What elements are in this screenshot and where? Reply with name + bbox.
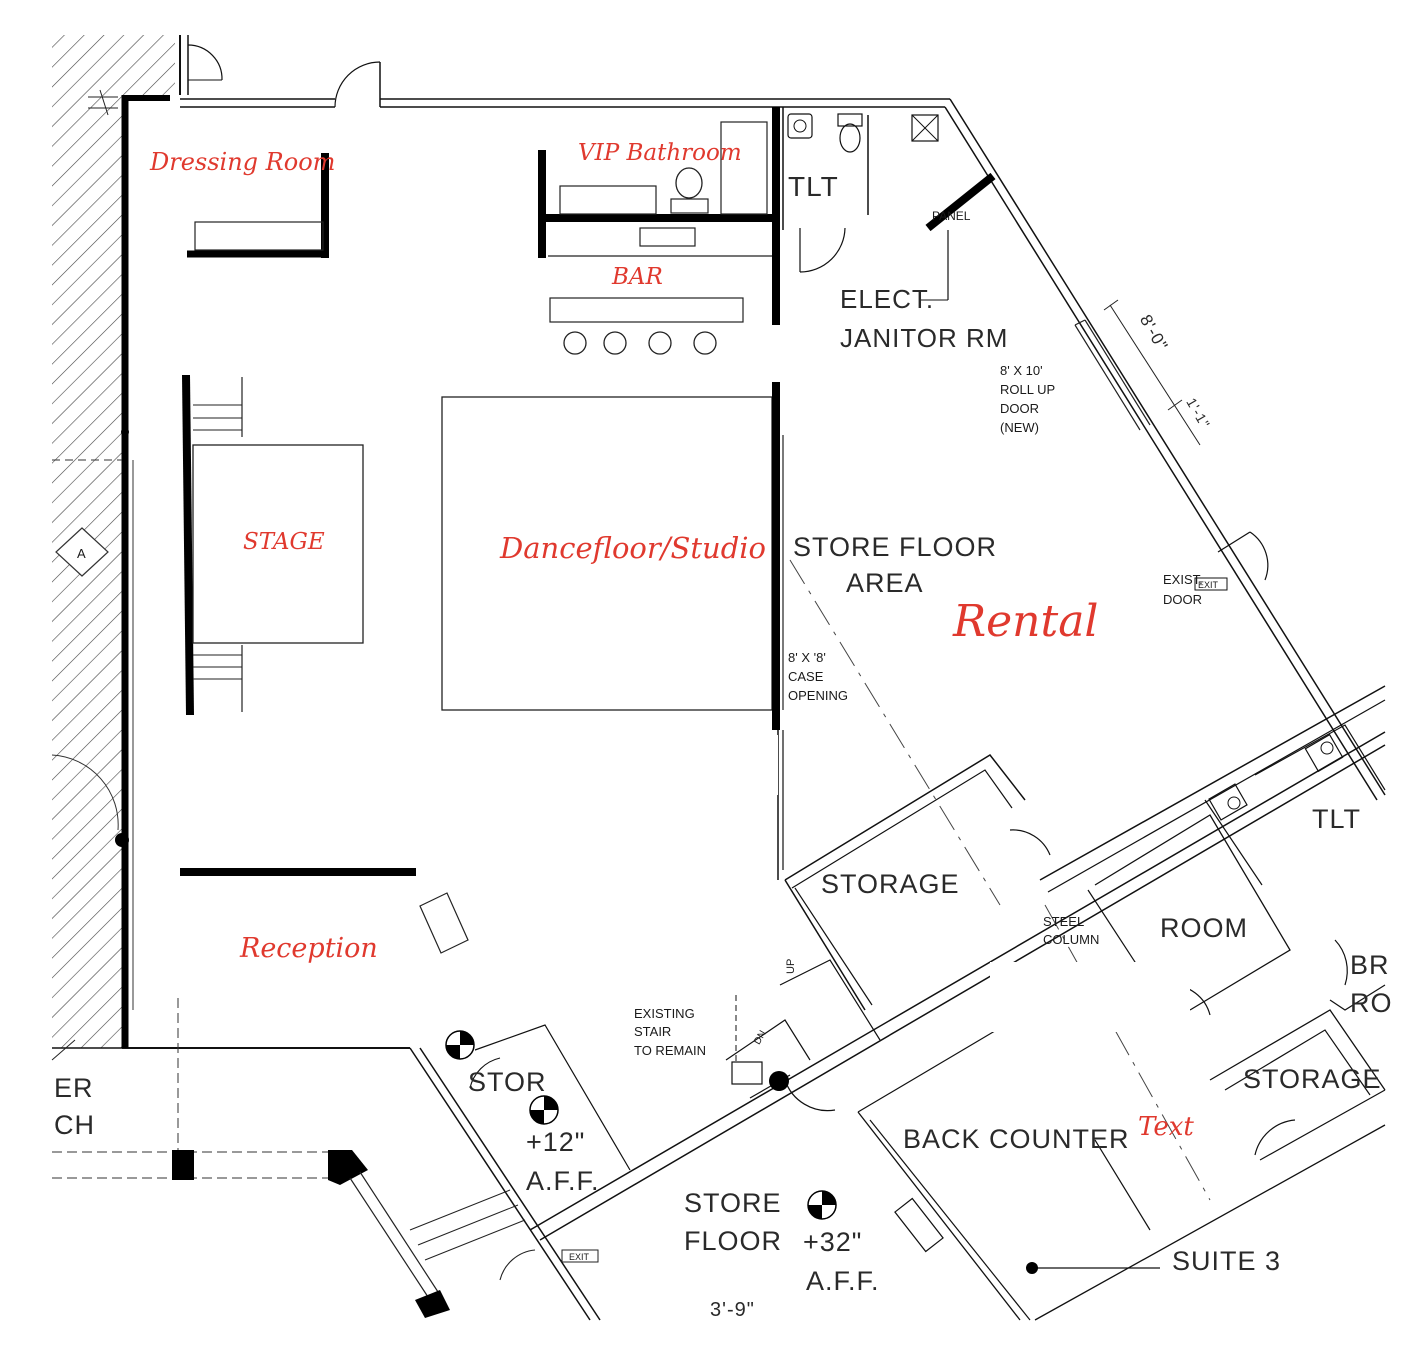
- label-rollup-2: ROLL UP: [1000, 382, 1055, 397]
- exist-door: [1194, 531, 1269, 591]
- label-suite: SUITE 3: [1172, 1246, 1281, 1276]
- label-elect: ELECT.: [840, 284, 934, 314]
- plan-labels: TLT PANEL ELECT. JANITOR RM 8' X 10' ROL…: [54, 171, 1393, 1321]
- label-store-2: FLOOR: [684, 1226, 782, 1256]
- dancefloor-area: [441, 382, 784, 730]
- reception-wall: [177, 868, 469, 1180]
- label-dn: DN: [752, 1029, 769, 1047]
- label-exit-sign: EXIT: [1198, 580, 1219, 590]
- stor-room: [469, 1024, 631, 1171]
- existing-stair: [725, 959, 881, 1112]
- label-tlt-2: TLT: [1312, 804, 1361, 834]
- section-marker: [52, 459, 122, 577]
- label-case-2: CASE: [788, 669, 824, 684]
- label-store-1: STORE: [684, 1188, 782, 1218]
- label-storage: STORAGE: [821, 869, 960, 899]
- label-panel: PANEL: [932, 209, 971, 223]
- bar-stool: [648, 331, 672, 355]
- annotation-stage: STAGE: [243, 529, 325, 555]
- label-dim-3-9: 3'-9": [710, 1299, 755, 1321]
- annotation-reception: Reception: [239, 933, 378, 964]
- label-plus-32: +32": [803, 1227, 862, 1257]
- label-br-1: BR: [1350, 950, 1390, 980]
- label-back-counter: BACK COUNTER: [903, 1124, 1130, 1154]
- label-er: ER: [54, 1073, 94, 1103]
- annotation-vip-bathroom: VIP Bathroom: [578, 140, 742, 166]
- label-janitor: JANITOR RM: [840, 323, 1008, 353]
- label-exist-door-1: EXIST.: [1163, 572, 1203, 587]
- annotation-dressing-room: Dressing Room: [149, 148, 335, 176]
- annotations: Dressing Room VIP Bathroom BAR STAGE Dan…: [149, 140, 1194, 1142]
- label-room: ROOM: [1160, 913, 1248, 943]
- dimension-ticks: [88, 89, 118, 116]
- label-steel-1: STEEL: [1043, 914, 1084, 929]
- label-aff-1: A.F.F.: [526, 1166, 600, 1196]
- label-case-3: OPENING: [788, 688, 848, 703]
- label-steel-2: COLUMN: [1043, 932, 1099, 947]
- label-rollup-4: (NEW): [1000, 420, 1039, 435]
- label-up: UP: [785, 959, 797, 974]
- elevation-markers: [445, 1030, 837, 1220]
- label-plus-12: +12": [526, 1127, 585, 1157]
- label-rollup-1: 8' X 10': [1000, 363, 1043, 378]
- bar-stool: [563, 331, 587, 355]
- label-stor: STOR: [468, 1067, 547, 1097]
- lower-columns: [51, 1039, 599, 1318]
- hatched-wall-zone: [52, 35, 175, 1048]
- storage-block: [777, 685, 1386, 1321]
- dressing-room-walls: [187, 153, 329, 258]
- building-outline: [52, 35, 1386, 1321]
- bar-stool: [603, 331, 627, 355]
- toilet-room: [782, 107, 949, 301]
- vip-bathroom-walls: [538, 107, 780, 325]
- label-dim-8-0: 8'-0": [1136, 311, 1172, 354]
- label-exit-sign-2: EXIT: [569, 1252, 590, 1262]
- annotation-rental: Rental: [952, 596, 1099, 647]
- label-tlt: TLT: [788, 171, 839, 202]
- label-br-2: RO: [1350, 988, 1393, 1018]
- label-store-floor-area-1: STORE FLOOR: [793, 532, 997, 562]
- annotation-dancefloor: Dancefloor/Studio: [499, 531, 766, 565]
- bar-stool: [693, 331, 717, 355]
- label-existing-stair-1: EXISTING: [634, 1006, 695, 1021]
- annotation-bar: BAR: [611, 264, 663, 290]
- label-rollup-3: DOOR: [1000, 401, 1039, 416]
- label-existing-stair-3: TO REMAIN: [634, 1043, 706, 1058]
- annotation-text: Text: [1138, 1112, 1194, 1142]
- label-storage-2: STORAGE: [1243, 1064, 1382, 1094]
- label-exist-door-2: DOOR: [1163, 592, 1202, 607]
- label-marker-a: A: [77, 546, 86, 561]
- label-store-floor-area-2: AREA: [846, 568, 924, 598]
- roll-up-door: [1074, 299, 1201, 446]
- stage-area: [182, 374, 364, 716]
- label-ch: CH: [54, 1110, 95, 1140]
- bar-counter: [549, 297, 744, 355]
- label-existing-stair-2: STAIR: [634, 1024, 671, 1039]
- label-case-1: 8' X '8': [788, 650, 826, 665]
- label-aff-2: A.F.F.: [806, 1266, 880, 1296]
